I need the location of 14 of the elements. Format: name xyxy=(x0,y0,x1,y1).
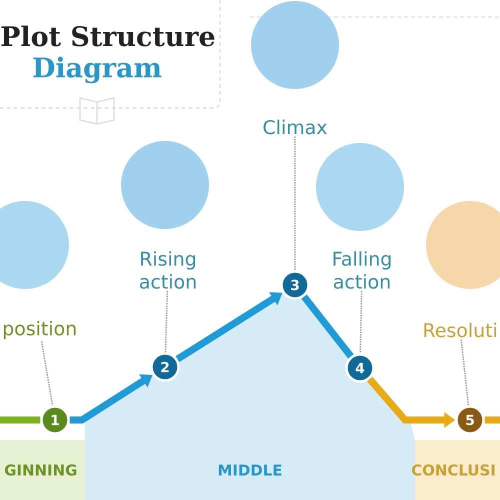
stage-label: Rising action xyxy=(140,251,196,289)
leader-line xyxy=(360,290,362,354)
leader-line xyxy=(40,341,54,406)
title: Plot Structure xyxy=(1,26,214,46)
section-band: GINNING xyxy=(0,440,85,500)
leader-line xyxy=(294,136,296,270)
stage-label: position xyxy=(4,320,76,340)
stage-label: Climax xyxy=(264,120,327,134)
leader-line xyxy=(164,290,168,352)
node-label: MIDDLE xyxy=(218,464,282,476)
stage-label: Falling action xyxy=(334,251,391,289)
stage-label: Resoluti xyxy=(424,322,496,338)
leader-line xyxy=(460,339,470,406)
title: Diagram xyxy=(33,56,162,84)
